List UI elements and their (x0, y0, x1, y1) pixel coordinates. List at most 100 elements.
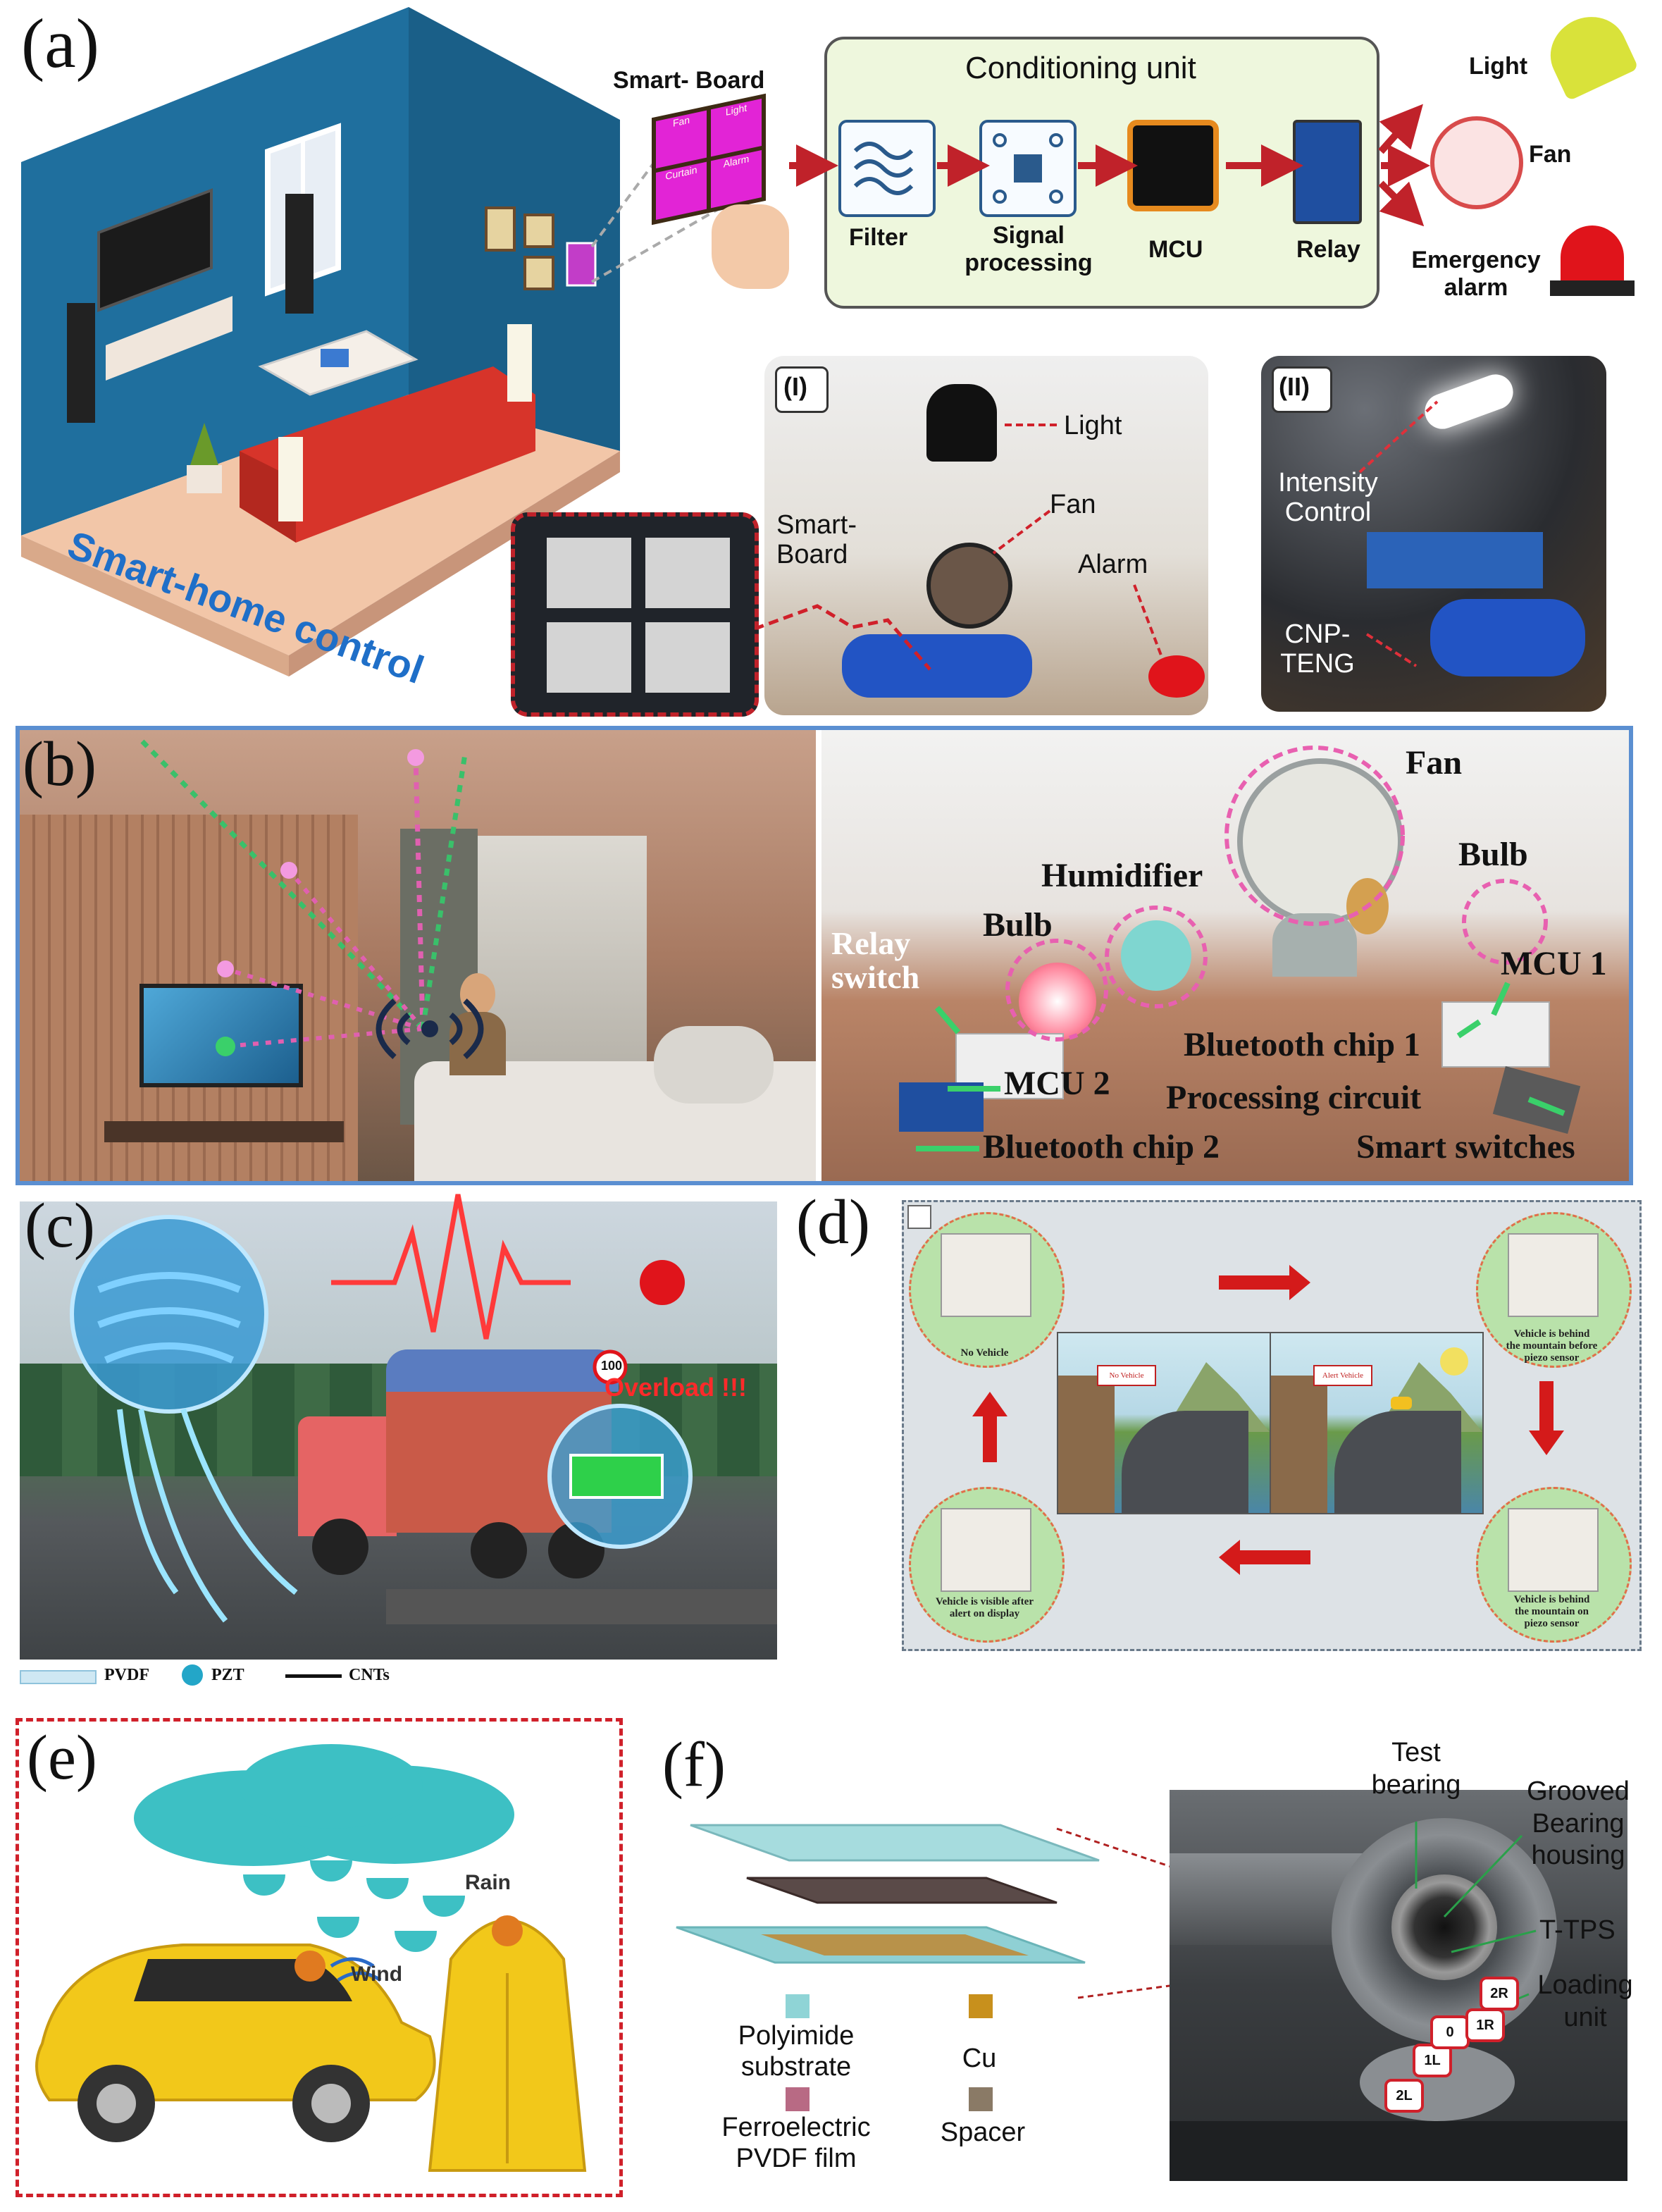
lab-label-bluetooth-2: Bluetooth chip 2 (983, 1128, 1220, 1166)
lab-label-bluetooth-1: Bluetooth chip 1 (1184, 1026, 1421, 1063)
photo-tag-1 (775, 366, 829, 413)
sensor-pad (645, 622, 730, 693)
panel-label-f: (f) (662, 1730, 726, 1800)
desk-lamp-icon (1539, 4, 1639, 101)
sensor-pad (645, 538, 730, 608)
mcu-board-left (899, 1082, 984, 1132)
stage-signal-processing: Signal processing (965, 222, 1093, 276)
relay-icon (1293, 120, 1362, 224)
glove-hand (842, 634, 1032, 698)
test-bearing (1391, 1874, 1497, 1980)
caption-bottom-right: Vehicle is behind the mountain on piezo … (1513, 1594, 1590, 1629)
sun (1440, 1347, 1468, 1376)
photo-alarm (1148, 655, 1205, 698)
pillow (654, 1026, 774, 1104)
panel-label-b: (b) (23, 729, 97, 799)
lab-label-fan: Fan (1406, 744, 1463, 781)
sensor-pad (547, 538, 631, 608)
board-tile[interactable]: Light (711, 99, 762, 157)
road-scene-left: No Vehicle (1057, 1332, 1271, 1514)
legend-polyimide-label: Polyimide substrate (738, 2021, 855, 2082)
conditioning-unit-title: Conditioning unit (965, 51, 1196, 85)
alarm-beacon-icon (1561, 225, 1624, 282)
state-image-top-left (941, 1233, 1031, 1317)
lab-label-mcu2: MCU 2 (1004, 1065, 1110, 1102)
legend-pvdf-label: PVDF (104, 1666, 149, 1684)
sign-alert-vehicle: Alert Vehicle (1313, 1365, 1372, 1386)
truck-wheel (471, 1522, 527, 1578)
legend-pvdf-swatch (20, 1670, 97, 1684)
caption-bottom-left: Vehicle is visible after alert on displa… (935, 1596, 1034, 1619)
lab-label-bulb-right: Bulb (1458, 836, 1528, 873)
bedroom-illustration (20, 730, 816, 1181)
bearing-test-rig-photo (1170, 1790, 1627, 2181)
lab-label-relay-switch: Relay switch (831, 925, 920, 996)
stage-filter: Filter (849, 224, 908, 251)
smart-board-label: Smart- Board (613, 67, 765, 94)
panel-label-a: (a) (21, 4, 99, 82)
fan-stand (1272, 913, 1357, 977)
output-fan: Fan (1529, 141, 1572, 168)
breadboard-right (1441, 1001, 1550, 1068)
signal-processing-icon (979, 120, 1077, 217)
board-tile[interactable]: Fan (656, 110, 707, 168)
legend-pvdf-film-swatch (786, 2087, 810, 2111)
glove-hand-2 (1430, 599, 1585, 676)
truck-load (386, 1349, 619, 1392)
smart-home-caption: Smart-home control (62, 521, 430, 693)
filter-icon (838, 120, 936, 217)
label-loading-unit: Loading unit (1537, 1970, 1633, 2032)
fan-icon (1430, 116, 1523, 209)
base-plate (1170, 2121, 1627, 2181)
person-body (449, 1012, 506, 1075)
sensor-tag-1R: 1R (1465, 2008, 1505, 2042)
smart-switch-pad (1492, 1065, 1581, 1135)
sensor-tag-0: 0 (1430, 2015, 1470, 2049)
legend-pzt-swatch (182, 1664, 203, 1686)
road-curve (1334, 1411, 1461, 1513)
stage-relay: Relay (1296, 236, 1360, 263)
sensor-tag-2R: 2R (1480, 1977, 1519, 2010)
state-image-bottom-left (941, 1508, 1031, 1592)
truck-wheel (548, 1522, 604, 1578)
lab-label-smart-switches: Smart switches (1356, 1128, 1575, 1166)
sensor-tag-2L: 2L (1384, 2079, 1424, 2113)
gravel-strip (386, 1589, 777, 1624)
label-test-bearing: Test bearing (1371, 1738, 1461, 1800)
photo-tag-2 (1272, 366, 1332, 413)
hand-icon (712, 204, 789, 289)
tv-screen (139, 984, 303, 1087)
cliff (1271, 1376, 1327, 1513)
mcu-chip-icon (1127, 120, 1219, 211)
label-grooved-housing: Grooved Bearing housing (1527, 1777, 1630, 1871)
panel-label-d: (d) (796, 1187, 870, 1257)
photo-tag-1-text: (I) (783, 372, 807, 401)
output-emergency-alarm: Emergency alarm (1411, 247, 1541, 301)
photo2-intensity-label: Intensity Control (1278, 468, 1378, 527)
lab-label-bulb-left: Bulb (983, 906, 1053, 944)
caption-top-right: Vehicle is behind the mountain before pi… (1506, 1328, 1598, 1364)
person-head (460, 973, 495, 1015)
panel-label-c: (c) (25, 1191, 95, 1261)
legend-cu-swatch (969, 1994, 993, 2018)
window-light (478, 836, 647, 1068)
road-scene-right: Alert Vehicle (1270, 1332, 1484, 1514)
photo1-alarm-label: Alarm (1078, 550, 1148, 579)
output-light: Light (1469, 53, 1528, 80)
board-tile[interactable]: Alarm (711, 150, 762, 209)
legend-pzt-label: PZT (211, 1666, 244, 1684)
legend-pvdf-film-label: Ferroelectric PVDF film (721, 2113, 871, 2173)
stage-mcu: MCU (1148, 236, 1203, 263)
truck-wheel (312, 1519, 368, 1575)
lamp-shade (926, 384, 997, 462)
panel-e-frame (15, 1718, 623, 2197)
speed-sign-text: 100 (601, 1359, 623, 1373)
photo1-fan-label: Fan (1050, 490, 1096, 519)
board-tile[interactable]: Curtain (656, 161, 707, 220)
smart-board-closeup (511, 512, 759, 717)
legend-polyimide-swatch (786, 1994, 810, 2018)
label-rain: Rain (465, 1871, 511, 1894)
sensor-pad (547, 622, 631, 693)
lab-label-humidifier: Humidifier (1041, 857, 1203, 894)
label-ttps: T-TPS (1539, 1915, 1616, 1945)
